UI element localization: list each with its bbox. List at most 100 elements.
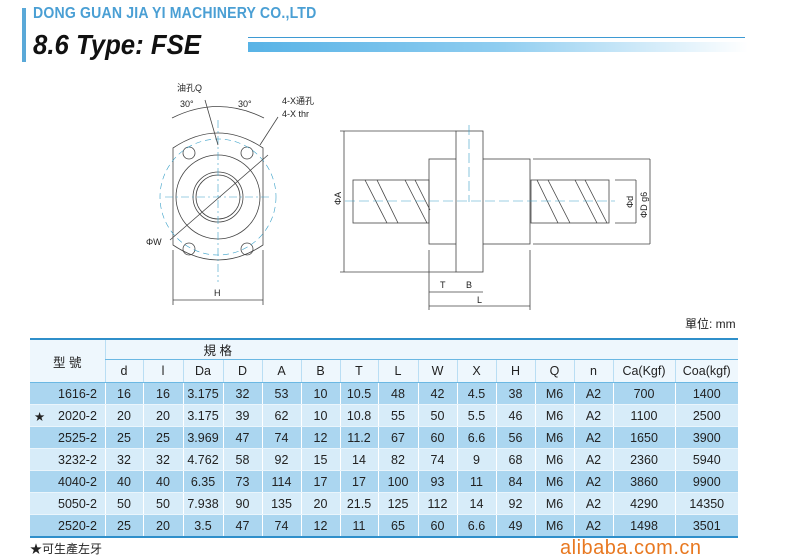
value-cell: 3501: [674, 514, 738, 538]
model-cell: 3232-2: [30, 448, 105, 471]
title-gradient-bar: [248, 42, 748, 52]
model-number: 1616-2: [58, 386, 97, 401]
value-cell: 4.5: [456, 382, 496, 405]
value-cell: 10.8: [339, 404, 378, 427]
column-header: W: [417, 359, 457, 383]
value-cell: 14: [339, 448, 378, 471]
mount-hole: [182, 242, 196, 256]
column-header: X: [456, 359, 496, 383]
value-cell: A2: [573, 492, 613, 515]
value-cell: 10: [300, 404, 340, 427]
thread-lines: [364, 179, 608, 224]
value-cell: 5.5: [456, 404, 496, 427]
value-cell: 82: [377, 448, 418, 471]
axis-lines: [345, 125, 615, 202]
value-cell: 7.938: [182, 492, 223, 515]
value-cell: 6.6: [456, 514, 496, 538]
model-header: 型 號: [30, 339, 105, 383]
value-cell: 3900: [674, 426, 738, 449]
value-cell: 62: [261, 404, 301, 427]
value-cell: A2: [573, 448, 613, 471]
value-cell: 58: [222, 448, 262, 471]
star-marker: ★: [34, 409, 46, 424]
model-cell: 1616-2: [30, 382, 105, 405]
value-cell: M6: [534, 404, 574, 427]
flange-outline: [172, 132, 264, 261]
model-cell: 2520-2: [30, 514, 105, 538]
value-cell: M6: [534, 426, 574, 449]
screw-shaft-right: [530, 179, 610, 224]
value-cell: 6.35: [182, 470, 223, 493]
value-cell: 1400: [674, 382, 738, 405]
oil-hole-label: 油孔Q: [177, 82, 202, 93]
dia-d-label: Φd: [625, 196, 635, 208]
column-header: B: [300, 359, 340, 383]
column-header: T: [339, 359, 378, 383]
watermark: alibaba.com.cn: [560, 537, 702, 559]
value-cell: 9900: [674, 470, 738, 493]
value-cell: 74: [417, 448, 457, 471]
value-cell: 3.969: [182, 426, 223, 449]
value-cell: 135: [261, 492, 301, 515]
model-cell: 5050-2: [30, 492, 105, 515]
model-cell: 2525-2: [30, 426, 105, 449]
value-cell: 11: [339, 514, 378, 538]
page-title: 8.6 Type: FSE: [33, 29, 201, 60]
value-cell: 92: [495, 492, 535, 515]
angle-left-label: 30°: [180, 99, 194, 109]
unit-label: 單位: mm: [685, 317, 736, 331]
column-header: n: [573, 359, 613, 383]
value-cell: A2: [573, 382, 613, 405]
value-cell: 53: [261, 382, 301, 405]
value-cell: 50: [417, 404, 457, 427]
value-cell: 25: [104, 514, 143, 538]
model-number: 2520-2: [58, 518, 97, 533]
value-cell: 20: [142, 404, 183, 427]
value-cell: 125: [377, 492, 418, 515]
value-cell: 12: [300, 514, 340, 538]
model-number: 4040-2: [58, 474, 97, 489]
dia-dg6-label: ΦD g6: [639, 192, 649, 218]
value-cell: 112: [417, 492, 457, 515]
value-cell: 32: [142, 448, 183, 471]
value-cell: 3.5: [182, 514, 223, 538]
value-cell: 6.6: [456, 426, 496, 449]
title-rule: [248, 37, 745, 38]
value-cell: 16: [142, 382, 183, 405]
b-label: B: [466, 280, 472, 290]
column-header: Coa(kgf): [674, 359, 738, 383]
mount-hole: [240, 146, 254, 160]
mount-hole: [182, 146, 196, 160]
value-cell: 11: [456, 470, 496, 493]
value-cell: 2360: [612, 448, 675, 471]
value-cell: 1100: [612, 404, 675, 427]
value-cell: 25: [104, 426, 143, 449]
value-cell: A2: [573, 404, 613, 427]
value-cell: 32: [104, 448, 143, 471]
value-cell: 60: [417, 514, 457, 538]
value-cell: 10: [300, 382, 340, 405]
dia-w-label: ΦW: [146, 237, 162, 247]
t-label: T: [440, 280, 446, 290]
value-cell: 9: [456, 448, 496, 471]
value-cell: 67: [377, 426, 418, 449]
model-number: 3232-2: [58, 452, 97, 467]
value-cell: 68: [495, 448, 535, 471]
accent-bar: [22, 8, 26, 62]
value-cell: 50: [104, 492, 143, 515]
value-cell: 21.5: [339, 492, 378, 515]
value-cell: M6: [534, 470, 574, 493]
value-cell: 40: [142, 470, 183, 493]
value-cell: 15: [300, 448, 340, 471]
value-cell: 49: [495, 514, 535, 538]
value-cell: 74: [261, 514, 301, 538]
screw-shaft-left: [352, 179, 430, 224]
model-number: 2525-2: [58, 430, 97, 445]
